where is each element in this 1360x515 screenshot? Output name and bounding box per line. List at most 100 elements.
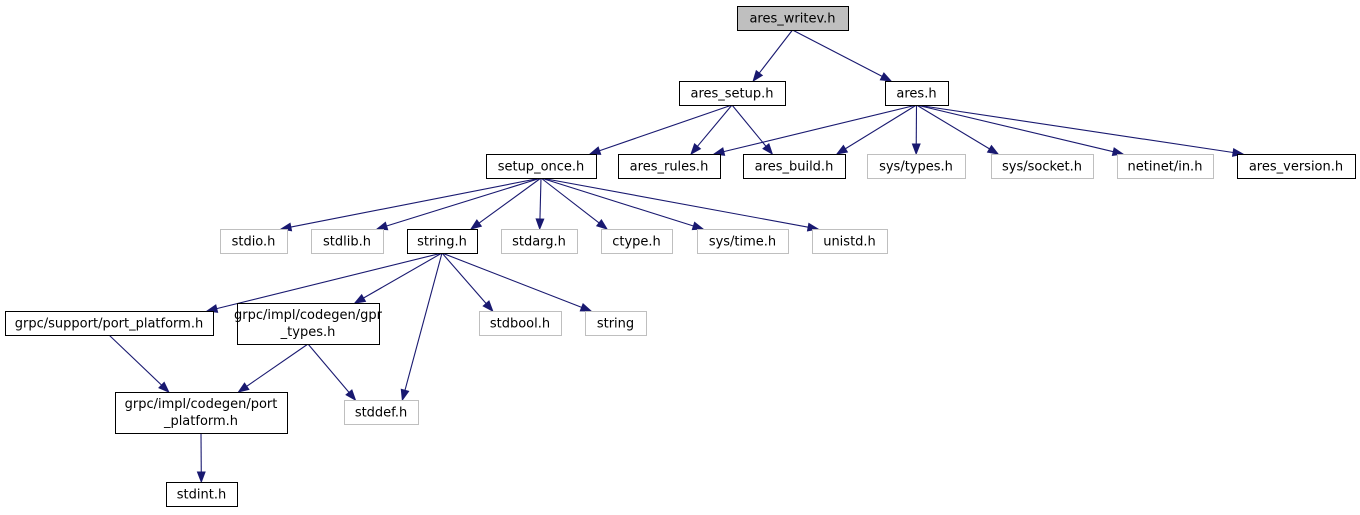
edge-ares-to-ares_version: [916, 104, 1245, 157]
node-ares-setup[interactable]: ares_setup.h: [679, 81, 786, 106]
edge-gpr_types-to-codegen_pp: [237, 343, 309, 393]
edge-line: [246, 343, 309, 387]
edge-line: [845, 104, 917, 150]
edge-setup_once-to-stdarg: [535, 177, 545, 231]
edge-line: [539, 177, 542, 220]
node-label: ares_rules.h: [630, 160, 709, 175]
arrowhead-icon: [690, 143, 702, 156]
node-label: string.h: [417, 235, 467, 250]
arrowhead-icon: [879, 72, 893, 82]
arrowhead-icon: [482, 300, 494, 313]
node-ares-version[interactable]: ares_version.h: [1237, 154, 1356, 179]
node-label: ares_build.h: [755, 160, 834, 175]
edge-codegen_pp-to-stdint: [196, 432, 206, 484]
node-box: [679, 81, 786, 106]
node-box: [479, 311, 562, 336]
node-unistd: unistd.h: [812, 229, 888, 254]
node-label: ares.h: [896, 87, 936, 102]
node-setup-once[interactable]: setup_once.h: [486, 154, 597, 179]
node-label: ares_writev.h: [749, 12, 835, 27]
node-ares[interactable]: ares.h: [885, 81, 949, 106]
edge-line: [697, 104, 733, 147]
node-stdint[interactable]: stdint.h: [166, 482, 238, 507]
edge-line: [290, 177, 542, 228]
node-box: [737, 6, 849, 31]
node-box: [501, 229, 578, 254]
node-codegen-pp[interactable]: grpc/impl/codegen/port _platform.h: [115, 392, 288, 434]
arrowhead-icon: [579, 302, 593, 312]
arrowhead-icon: [158, 381, 170, 393]
edge-setup_once-to-stdio: [279, 177, 542, 232]
node-box: [5, 311, 214, 336]
edge-string_h-to-string: [441, 252, 593, 312]
edge-ares_writev-to-ares: [792, 29, 893, 82]
node-box: [885, 81, 949, 106]
node-label: _platform.h: [163, 414, 238, 429]
edge-line: [404, 252, 443, 391]
node-stdio: stdio.h: [220, 229, 288, 254]
edge-string_h-to-stdbool: [441, 252, 494, 313]
node-label: stddef.h: [355, 406, 407, 421]
arrowhead-icon: [835, 144, 849, 155]
edge-ares-to-netinet_in: [916, 104, 1125, 156]
edge-ares-to-ares_build: [835, 104, 917, 155]
node-label: unistd.h: [823, 235, 876, 250]
arrowhead-icon: [400, 388, 410, 402]
node-stdbool: stdbool.h: [479, 311, 562, 336]
edge-line: [363, 252, 443, 299]
edge-ares_setup-to-ares_build: [731, 104, 774, 156]
node-string-h[interactable]: string.h: [407, 229, 478, 254]
node-ares-rules[interactable]: ares_rules.h: [618, 154, 721, 179]
edge-ares_setup-to-ares_rules: [690, 104, 733, 156]
node-stdarg: stdarg.h: [501, 229, 578, 254]
node-ctype: ctype.h: [601, 229, 673, 254]
arrowhead-icon: [691, 221, 705, 231]
edge-ares_writev-to-ares_setup: [752, 29, 793, 83]
edge-line: [108, 334, 162, 386]
node-label: _types.h: [280, 325, 336, 340]
node-box: [867, 154, 966, 179]
node-label: stdarg.h: [512, 235, 566, 250]
node-label: stdio.h: [232, 235, 276, 250]
node-label: grpc/impl/codegen/port: [125, 397, 278, 412]
node-box: [311, 229, 384, 254]
node-sys-types: sys/types.h: [867, 154, 966, 179]
edge-setup_once-to-string_h: [469, 177, 542, 230]
node-label: ctype.h: [612, 235, 661, 250]
arrowhead-icon: [375, 221, 389, 231]
arrowhead-icon: [237, 382, 250, 393]
node-grpc-support-pp[interactable]: grpc/support/port_platform.h: [5, 311, 214, 336]
arrowhead-icon: [535, 218, 545, 231]
arrowhead-icon: [911, 143, 921, 156]
node-box: [1237, 154, 1356, 179]
node-gpr-types[interactable]: grpc/impl/codegen/gpr_types.h: [234, 303, 383, 345]
edge-ares-to-sys_socket: [916, 104, 1000, 155]
edge-line: [540, 177, 694, 227]
node-box: [812, 229, 888, 254]
node-label: stdlib.h: [323, 235, 371, 250]
edge-line: [723, 104, 917, 153]
node-label: netinet/in.h: [1128, 160, 1203, 175]
node-box: [237, 303, 380, 345]
edge-line: [540, 177, 600, 224]
edge-line: [792, 29, 883, 77]
node-box: [1117, 154, 1214, 179]
node-box: [115, 392, 288, 434]
node-ares-writev[interactable]: ares_writev.h: [737, 6, 849, 31]
edge-line: [441, 252, 582, 308]
node-label: sys/socket.h: [1002, 160, 1082, 175]
arrowhead-icon: [986, 144, 1000, 155]
arrowhead-icon: [595, 218, 609, 230]
node-sys-time: sys/time.h: [697, 229, 789, 254]
edge-string_h-to-gpr_types: [353, 252, 443, 304]
edge-line: [916, 104, 1114, 153]
node-ares-build[interactable]: ares_build.h: [743, 154, 846, 179]
arrowhead-icon: [762, 143, 774, 156]
arrowhead-icon: [752, 69, 764, 83]
node-label: stdbool.h: [490, 317, 550, 332]
node-box: [166, 482, 238, 507]
edge-setup_once-to-unistd: [540, 177, 820, 232]
edge-line: [216, 252, 443, 310]
edge-line: [441, 252, 487, 304]
